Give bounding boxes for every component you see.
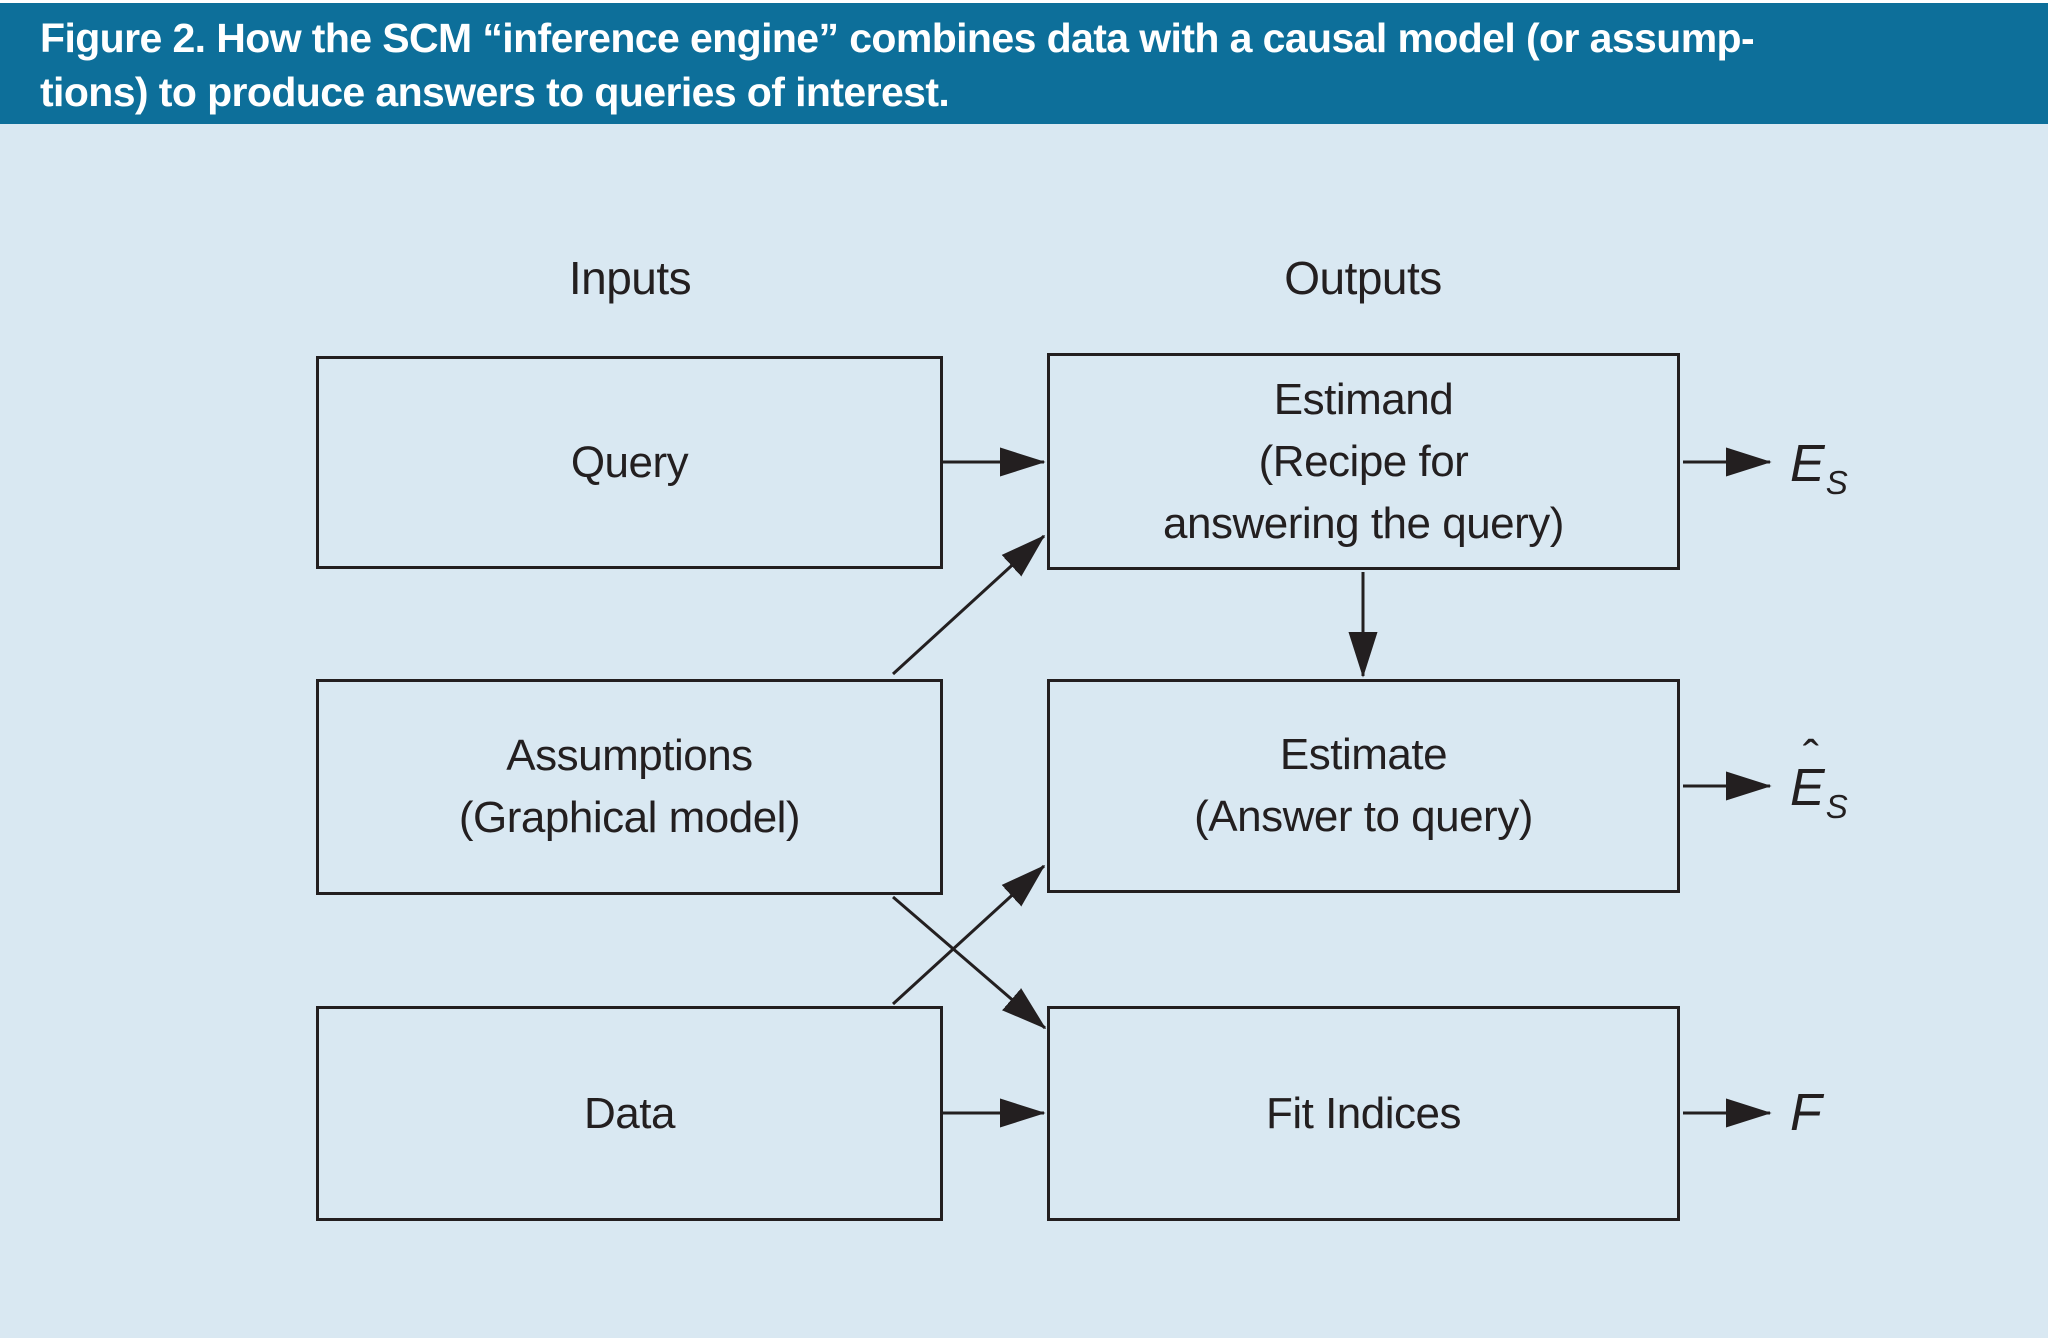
figure-caption-line-2: tions) to produce answers to queries of … [40, 69, 950, 115]
estimand-symbol-main: E [1790, 435, 1825, 493]
query-box: Query [316, 356, 943, 569]
assumptions-box: Assumptions (Graphical model) [316, 679, 943, 895]
inputs-column-label: Inputs [568, 252, 692, 304]
estimate-box: Estimate (Answer to query) [1047, 679, 1680, 893]
query-box-label: Query [570, 437, 689, 487]
estimate-box-label: Estimate (Answer to query) [1194, 730, 1533, 841]
estimand-box-label: Estimand (Recipe for answering the query… [1163, 374, 1564, 548]
figure-caption-bar: Figure 2. How the SCM “inference engine”… [0, 3, 2048, 124]
fit-indices-output-symbol: F [1790, 1087, 1823, 1139]
estimate-symbol-main: E [1790, 759, 1825, 817]
outputs-column-label: Outputs [1284, 252, 1442, 304]
estimand-output-symbol: ES [1790, 435, 1848, 499]
estimate-symbol-subscript: S [1825, 788, 1848, 825]
estimate-symbol-hat: ˆ [1803, 732, 1819, 785]
bottom-edge-strip [0, 1338, 2048, 1341]
data-box: Data [316, 1006, 943, 1221]
top-edge-strip [0, 0, 2048, 3]
fit-indices-box: Fit Indices [1047, 1006, 1680, 1221]
estimand-box: Estimand (Recipe for answering the query… [1047, 353, 1680, 570]
assumptions-box-label: Assumptions (Graphical model) [458, 731, 801, 842]
estimand-symbol-subscript: S [1825, 464, 1848, 501]
figure-caption-line-1: Figure 2. How the SCM “inference engine”… [40, 15, 1755, 61]
fit-indices-symbol-main: F [1790, 1084, 1822, 1142]
fit-indices-box-label: Fit Indices [1265, 1088, 1462, 1138]
data-box-label: Data [584, 1088, 675, 1138]
